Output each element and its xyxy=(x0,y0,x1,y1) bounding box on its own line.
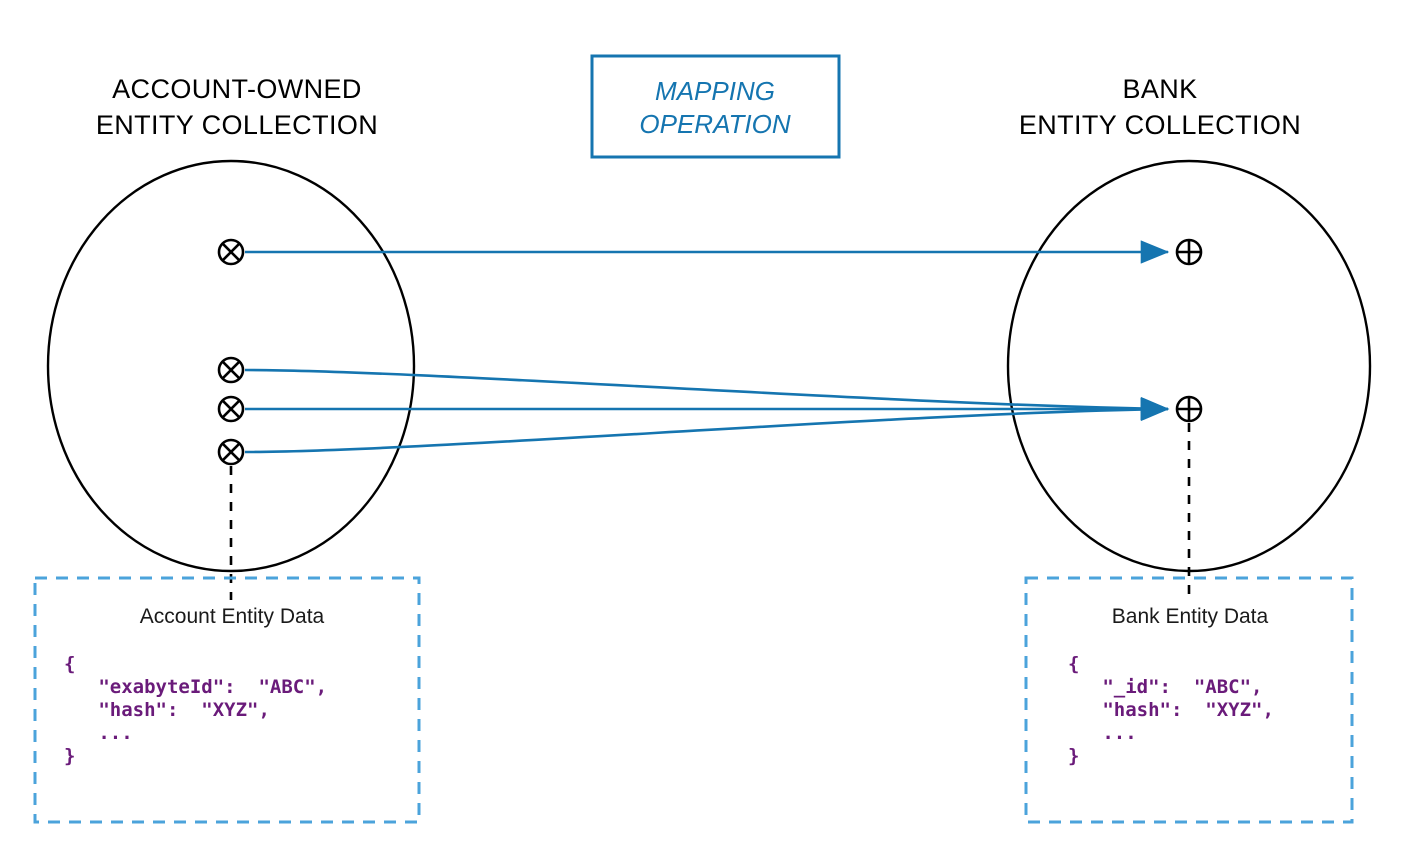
right-collection-title-line1: BANK xyxy=(1122,74,1197,104)
left-code-line-2: "exabyteId": "ABC", xyxy=(64,676,327,698)
right-code-line-1: { xyxy=(1068,653,1079,675)
mapping-operation-line1: MAPPING xyxy=(655,76,775,106)
left-code-line-3: "hash": "XYZ", xyxy=(64,699,270,721)
left-collection-ellipse xyxy=(46,159,416,573)
right-code-line-5: } xyxy=(1068,745,1079,767)
left-node-3[interactable] xyxy=(217,395,245,423)
right-node-2[interactable] xyxy=(1175,395,1203,423)
left-collection-title-line1: ACCOUNT-OWNED xyxy=(112,74,362,104)
left-node-1[interactable] xyxy=(217,238,245,266)
mapping-operation-box xyxy=(590,54,841,159)
left-code-line-1: { xyxy=(64,653,75,675)
left-node-2[interactable] xyxy=(217,356,245,384)
left-collection-title-line2: ENTITY COLLECTION xyxy=(96,110,378,140)
right-collection-ellipse xyxy=(1006,159,1372,573)
right-code-line-3: "hash": "XYZ", xyxy=(1068,699,1274,721)
mapping-operation-line2: OPERATION xyxy=(639,109,790,139)
left-code-line-5: } xyxy=(64,745,75,767)
right-collection-title-line2: ENTITY COLLECTION xyxy=(1019,110,1301,140)
mapping-line-4 xyxy=(244,397,1170,454)
right-node-1[interactable] xyxy=(1175,238,1203,266)
right-data-panel xyxy=(1024,576,1354,824)
right-code-line-4: ... xyxy=(1068,722,1137,744)
mapping-line-2 xyxy=(244,368,1170,421)
right-data-panel-title: Bank Entity Data xyxy=(1112,605,1269,628)
left-data-panel-title: Account Entity Data xyxy=(140,605,325,628)
left-node-4[interactable] xyxy=(217,438,245,466)
left-data-panel xyxy=(33,576,421,824)
left-code-line-4: ... xyxy=(64,722,133,744)
right-code-line-2: "_id": "ABC", xyxy=(1068,676,1262,698)
